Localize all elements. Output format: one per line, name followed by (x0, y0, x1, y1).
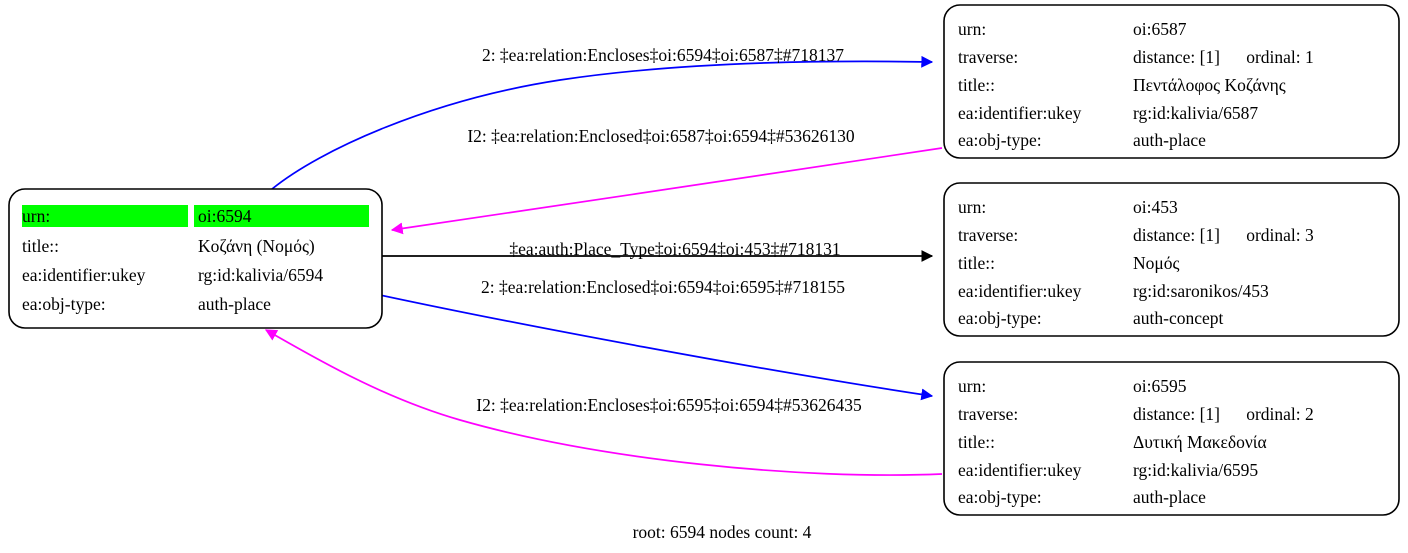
node-6595-row-0-key: urn: (958, 376, 986, 396)
graph-caption: root: 6594 nodes count: 4 (633, 522, 812, 542)
node-6595-row-2-value: Δυτική Μακεδονία (1133, 432, 1267, 452)
node-root-6594-row-3-key: ea:obj-type: (22, 294, 106, 314)
node-6595-row-0-value: oi:6595 (1133, 376, 1187, 396)
node-453-row-0-value: oi:453 (1133, 197, 1178, 217)
node-453-row-1-value: distance: [1] ordinal: 3 (1133, 225, 1314, 245)
edge-6595-encloses-6594[interactable]: I2: ‡ea:relation:Encloses‡oi:6595‡oi:659… (264, 329, 943, 476)
node-6587-row-3-key: ea:identifier:ukey (958, 103, 1082, 123)
node-6587-row-3-value: rg:id:kalivia/6587 (1133, 103, 1258, 123)
edge-6594-placetype-453-label: ‡ea:auth:Place_Type‡oi:6594‡oi:453‡#7181… (509, 239, 840, 259)
node-root-6594-row-0-key-highlight (22, 205, 188, 227)
node-453-row-3-key: ea:identifier:ukey (958, 281, 1082, 301)
node-453-row-2-key: title:: (958, 253, 995, 273)
node-453-box (943, 182, 1400, 337)
node-root-6594[interactable]: urn: oi:6594 title:: Κοζάνη (Νομός) ea:i… (8, 188, 383, 329)
node-root-6594-row-0-value: oi:6594 (198, 206, 252, 226)
node-6595[interactable]: urn: oi:6595 traverse: distance: [1] ord… (943, 361, 1400, 516)
node-root-6594-row-3-value: auth-place (198, 294, 271, 314)
node-453[interactable]: urn: oi:453 traverse: distance: [1] ordi… (943, 182, 1400, 337)
edge-layer: 2: ‡ea:relation:Encloses‡oi:6594‡oi:6587… (264, 45, 943, 476)
edge-6594-placetype-453[interactable]: ‡ea:auth:Place_Type‡oi:6594‡oi:453‡#7181… (382, 239, 934, 262)
node-6587[interactable]: urn: oi:6587 traverse: distance: [1] ord… (943, 4, 1400, 159)
node-root-6594-row-2-key: ea:identifier:ukey (22, 265, 146, 285)
node-6595-row-4-key: ea:obj-type: (958, 487, 1042, 507)
edge-6587-enclosed-6594[interactable]: I2: ‡ea:relation:Enclosed‡oi:6587‡oi:659… (390, 126, 943, 235)
node-6595-row-1-key: traverse: (958, 404, 1018, 424)
edge-6595-encloses-6594-label: I2: ‡ea:relation:Encloses‡oi:6595‡oi:659… (476, 395, 862, 415)
edge-6587-enclosed-6594-path (390, 147, 943, 235)
node-453-row-4-value: auth-concept (1133, 308, 1224, 328)
node-453-row-2-value: Νομός (1133, 253, 1180, 273)
edge-6594-encloses-6587-label: 2: ‡ea:relation:Encloses‡oi:6594‡oi:6587… (482, 45, 844, 65)
node-6587-row-0-key: urn: (958, 19, 986, 39)
node-root-6594-row-1-value: Κοζάνη (Νομός) (198, 236, 315, 256)
node-453-row-1-key: traverse: (958, 225, 1018, 245)
node-root-6594-row-1-key: title:: (22, 236, 59, 256)
node-6595-row-1-value: distance: [1] ordinal: 2 (1133, 404, 1314, 424)
edge-6595-encloses-6594-path (264, 329, 943, 476)
node-6595-row-2-key: title:: (958, 432, 995, 452)
node-root-6594-row-0-value-highlight (194, 205, 369, 227)
node-6587-row-4-value: auth-place (1133, 130, 1206, 150)
node-453-row-4-key: ea:obj-type: (958, 308, 1042, 328)
node-6595-row-4-value: auth-place (1133, 487, 1206, 507)
node-6587-row-4-key: ea:obj-type: (958, 130, 1042, 150)
node-6587-row-1-key: traverse: (958, 47, 1018, 67)
node-6587-box (943, 4, 1400, 159)
node-root-6594-row-0-key: urn: (22, 206, 50, 226)
edge-6594-enclosed-6595[interactable]: 2: ‡ea:relation:Enclosed‡oi:6594‡oi:6595… (379, 277, 934, 401)
node-6587-row-0-value: oi:6587 (1133, 19, 1187, 39)
edge-6594-encloses-6587-path (271, 55, 934, 190)
node-6587-row-2-key: title:: (958, 75, 995, 95)
node-6587-row-1-value: distance: [1] ordinal: 1 (1133, 47, 1314, 67)
edge-6587-enclosed-6594-label: I2: ‡ea:relation:Enclosed‡oi:6587‡oi:659… (467, 126, 855, 146)
node-6595-row-3-key: ea:identifier:ukey (958, 460, 1082, 480)
node-453-row-0-key: urn: (958, 197, 986, 217)
edge-6594-enclosed-6595-path (379, 294, 934, 401)
edge-6594-enclosed-6595-label: 2: ‡ea:relation:Enclosed‡oi:6594‡oi:6595… (481, 277, 845, 297)
node-6587-row-2-value: Πεντάλοφος Κοζάνης (1133, 75, 1286, 95)
node-6595-box (943, 361, 1400, 516)
edge-6594-encloses-6587[interactable]: 2: ‡ea:relation:Encloses‡oi:6594‡oi:6587… (271, 45, 934, 190)
node-6595-row-3-value: rg:id:kalivia/6595 (1133, 460, 1258, 480)
node-453-row-3-value: rg:id:saronikos/453 (1133, 281, 1269, 301)
node-root-6594-row-2-value: rg:id:kalivia/6594 (198, 265, 323, 285)
